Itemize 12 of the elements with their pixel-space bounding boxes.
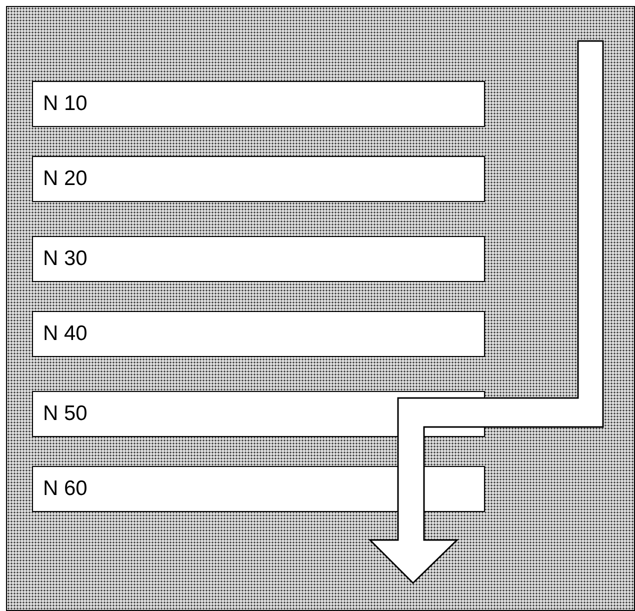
block-box	[32, 81, 485, 127]
block-box	[32, 236, 485, 282]
block-label: N 50	[43, 402, 88, 426]
block-box	[32, 311, 485, 357]
block-box	[32, 156, 485, 202]
block-box	[32, 466, 485, 512]
block-label: N 10	[43, 92, 88, 116]
block-label: N 30	[43, 247, 88, 271]
block-label: N 40	[43, 322, 88, 346]
panel-background	[6, 6, 635, 611]
block-label: N 60	[43, 477, 88, 501]
block-label: N 20	[43, 167, 88, 191]
